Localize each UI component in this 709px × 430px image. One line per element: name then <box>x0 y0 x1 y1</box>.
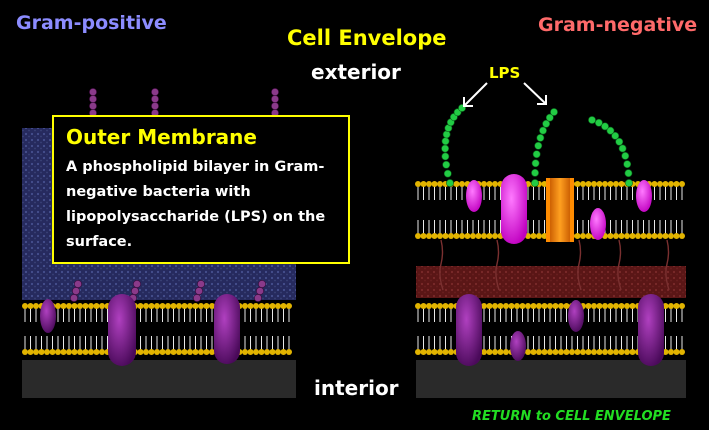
outer-membrane-protein <box>590 208 606 240</box>
interior-label: interior <box>314 376 399 400</box>
page-title: Cell Envelope <box>287 26 447 50</box>
membrane-protein <box>108 294 136 366</box>
return-link[interactable]: RETURN to CELL ENVELOPE <box>472 409 671 424</box>
outer-membrane-protein <box>501 174 527 244</box>
outer-membrane-protein <box>466 180 482 212</box>
membrane-protein <box>568 300 584 332</box>
membrane-protein <box>40 299 56 333</box>
gram-positive-label: Gram-positive <box>16 12 167 34</box>
cytoplasm-region <box>22 360 296 398</box>
membrane-protein <box>214 294 240 364</box>
gram-positive-membrane <box>22 303 292 355</box>
porin <box>546 178 574 242</box>
membrane-protein <box>510 331 526 361</box>
gram-negative-label: Gram-negative <box>538 14 698 36</box>
cytoplasm-region <box>416 360 686 398</box>
exterior-label: exterior <box>311 60 401 84</box>
info-box: Outer Membrane A phospholipid bilayer in… <box>52 115 350 264</box>
teichoic-acids <box>70 88 279 302</box>
gram-negative-wall <box>415 82 686 398</box>
info-heading: Outer Membrane <box>66 125 257 149</box>
lps-chains <box>441 104 633 187</box>
membrane-protein <box>456 294 482 366</box>
lipoproteins <box>439 239 670 291</box>
peptidoglycan-layer <box>416 266 686 298</box>
outer-membrane-protein <box>636 180 652 212</box>
info-body: A phospholipid bilayer in Gram-negative … <box>66 159 326 250</box>
lps-arrow-icon <box>463 82 547 107</box>
membrane-protein <box>638 294 664 366</box>
lps-label: LPS <box>489 64 521 82</box>
